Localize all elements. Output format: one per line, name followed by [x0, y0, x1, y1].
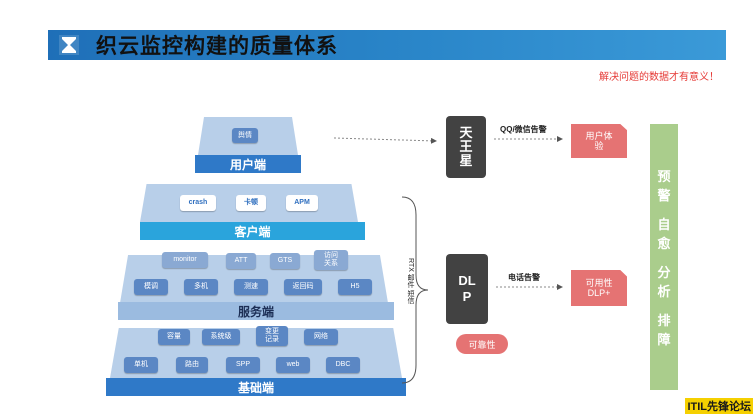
- qq-wechat-alert-label: QQ/微信告警: [500, 125, 547, 134]
- chip-danji: 单机: [124, 357, 158, 373]
- dlp-box: DL P: [446, 254, 488, 324]
- subtitle: 解决问题的数据才有意义！: [599, 72, 719, 83]
- page-title: 织云监控构建的质量体系: [96, 35, 338, 58]
- chip-apm: APM: [286, 195, 318, 211]
- warning-selfheal-analysis-bar: 预 警 自 愈 分 析 排 障: [650, 124, 678, 390]
- hourglass-icon: [59, 35, 79, 55]
- phone-alert-label: 电话告警: [508, 273, 540, 282]
- chip-monitor: monitor: [162, 252, 208, 268]
- chip-cesu: 测速: [234, 279, 268, 295]
- chip-rongliang: 容量: [158, 329, 190, 345]
- green-bar-char: 预: [657, 169, 671, 184]
- chip-web: web: [276, 357, 310, 373]
- green-bar-char: 警: [657, 188, 671, 203]
- green-bar-char: 自: [657, 217, 671, 232]
- base-layer-label: 基础端: [106, 378, 406, 396]
- green-bar-char: 分: [657, 265, 671, 280]
- green-bar-char: 愈: [657, 236, 671, 251]
- reliability-pill: 可靠性: [456, 334, 508, 354]
- green-bar-char: 障: [657, 332, 671, 347]
- rtx-label: RTX 邮件 短信: [407, 258, 414, 304]
- chip-fanhuima: 返回码: [284, 279, 322, 295]
- chip-dbc: DBC: [326, 357, 360, 373]
- client-layer-label: 客户端: [140, 222, 365, 240]
- chip-att: ATT: [226, 253, 256, 269]
- chip-access-relation: 访问 关系: [314, 250, 348, 270]
- user-experience-card: 用户体 验: [571, 124, 627, 158]
- green-bar-char: 析: [657, 284, 671, 299]
- chip-crash: crash: [180, 195, 216, 211]
- tianwangxing-box: 天 王 星: [446, 116, 486, 178]
- service-layer-label: 服务端: [118, 302, 394, 320]
- chip-duoji: 多机: [184, 279, 218, 295]
- chip-motiao: 模调: [134, 279, 168, 295]
- chip-kadun: 卡顿: [236, 195, 266, 211]
- chip-h5: H5: [338, 279, 372, 295]
- chip-luyou: 路由: [176, 357, 208, 373]
- green-bar-char: 排: [657, 313, 671, 328]
- user-layer-label: 用户端: [195, 155, 301, 173]
- chip-wangluo: 网络: [304, 329, 338, 345]
- chip-xitongji: 系统级: [202, 329, 240, 345]
- title-bar: 织云监控构建的质量体系: [48, 30, 726, 60]
- availability-card: 可用性 DLP+: [571, 270, 627, 306]
- watermark: ITIL先锋论坛: [685, 398, 753, 414]
- chip-change-record: 变更 记录: [256, 326, 288, 346]
- chip-gts: GTS: [270, 253, 300, 269]
- bracket-connector: [401, 196, 429, 384]
- chip-spp: SPP: [226, 357, 260, 373]
- chip-yuqing: 舆情: [232, 128, 258, 143]
